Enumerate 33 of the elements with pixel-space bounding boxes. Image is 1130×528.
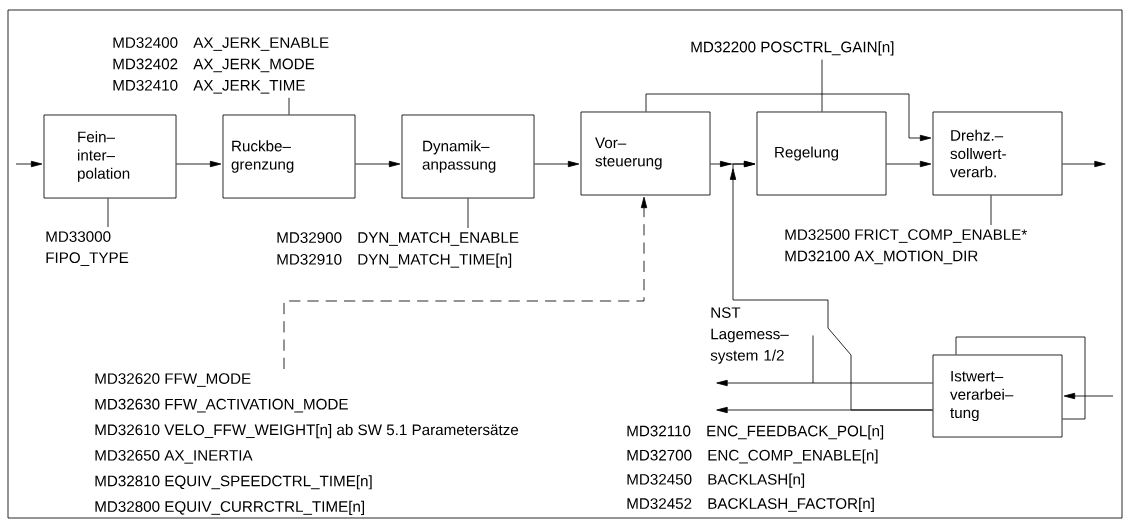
process-box: Vor– steuerung [580,111,711,196]
process-box: Regelung [756,111,887,196]
arrow [645,93,932,142]
leader-line [467,198,469,229]
process-box: Fein– inter– polation [43,114,177,199]
leader-line [812,335,814,384]
parameter-list: MD32110 ENC_FEEDBACK_POL[n] MD32700 ENC_COMP_ENABLE[n] MD32450 BACKLASH[n] MD32452 BACKLASH_FACTOR[n] [627,425,884,512]
arrow [534,160,580,168]
dashed-arrow [283,196,648,370]
signal-label: NST Lagemess– system 1/2 [710,307,789,364]
arrow [1062,160,1106,168]
process-box: Ruckbe– grenzung [222,114,356,199]
line [955,336,1086,420]
leader-line [821,59,823,112]
arrow [355,160,401,168]
arrow [886,160,932,168]
process-box: Dynamik– anpassung [401,114,535,199]
leader-line [288,97,290,115]
leader-line [107,198,109,228]
parameter-list: MD32200 POSCTRL_GAIN[n] [691,41,894,56]
parameter-list: MD33000 FIPO_TYPE [46,231,129,266]
arrow [176,160,222,168]
parameter-list: MD32900 DYN_MATCH_ENABLE MD32910 DYN_MATCH_TIME[n] [277,232,519,268]
process-box: Istwert– verarbei– tung [932,354,1063,438]
arrow [1063,392,1114,400]
arrow [716,379,933,387]
parameter-list: MD32400 AX_JERK_ENABLE MD32402 AX_JERK_MODE MD32410 AX_JERK_TIME [113,37,329,94]
process-box: Drehz.– sollwert- verarb. [932,111,1063,196]
leader-line [990,195,992,226]
arrow [15,160,43,168]
arrow [729,160,933,411]
parameter-list: MD32500 FRICT_COMP_ENABLE* MD32100 AX_MOTION_DIR [785,229,1027,265]
parameter-list: MD32620 FFW_MODE MD32630 FFW_ACTIVATION_MODE MD32610 VELO_FFW_WEIGHT[n] ab SW 5.1 Parametersätze MD32650 AX_INERTIA MD32810 EQUIV_SPEEDCTRL_TIME[n] MD32800 EQUIV_CURRCTRL_TIME[n] [95,373,519,515]
